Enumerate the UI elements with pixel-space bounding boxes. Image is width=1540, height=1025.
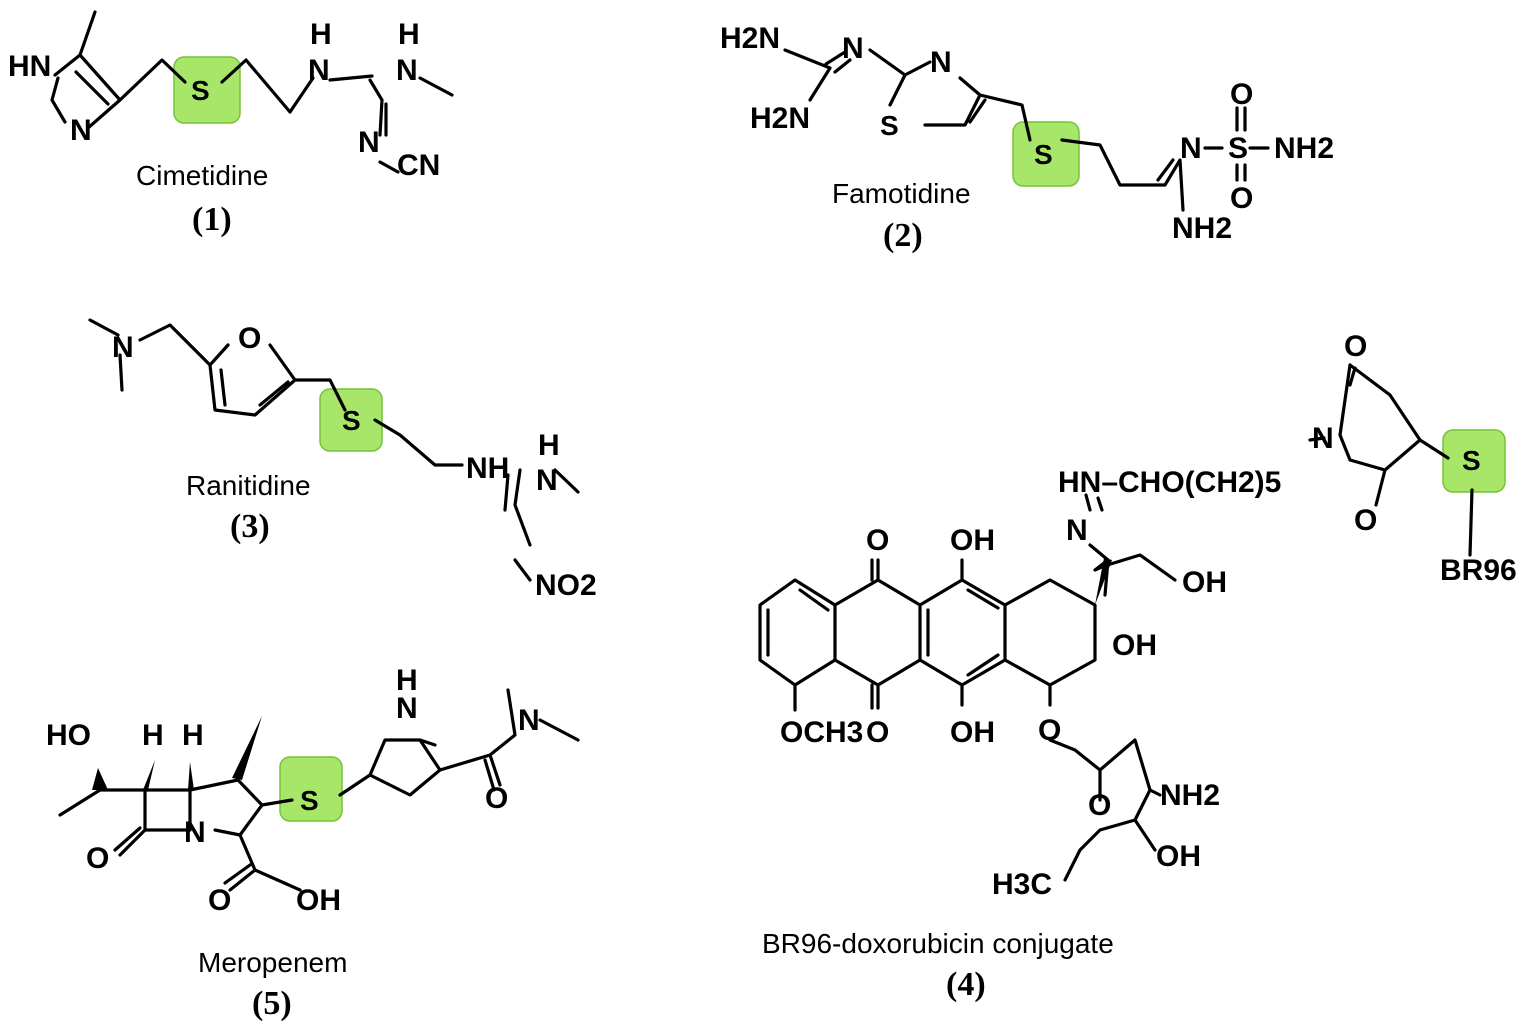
atom-o-furan: O xyxy=(238,322,261,355)
atom-n-imine: N xyxy=(842,32,864,65)
atom-s: S xyxy=(300,785,319,816)
atom-n-sulf: N xyxy=(1180,132,1202,165)
atom-o-quinone-bottom: O xyxy=(866,716,889,749)
ranitidine-number: (3) xyxy=(230,508,270,545)
atom-n-hydrazone: N xyxy=(1066,514,1088,547)
atom-n3: N xyxy=(358,126,380,159)
atom-o-quinone-top: O xyxy=(866,524,889,557)
atom-nh2-sugar: NH2 xyxy=(1160,779,1220,812)
atom-nh2-amidine: NH2 xyxy=(1172,212,1232,245)
atom-h-nh: H xyxy=(538,429,560,462)
atom-n-me: N xyxy=(536,464,558,497)
famotidine-structure: H2N N H2N N S S N S O O NH2 NH2 Famotidi… xyxy=(720,22,1334,254)
atom-s-sulf: S xyxy=(1228,132,1248,165)
atom-o-acid: O xyxy=(208,884,231,917)
atom-h2: H xyxy=(398,18,420,51)
atom-s: S xyxy=(1034,139,1053,170)
br96-doxorubicin-structure: O N O S BR96 HN–CHO(CH2)5 N OH O OH OH O… xyxy=(758,330,1517,1003)
atom-h1: H xyxy=(310,18,332,51)
atom-oh-side: OH xyxy=(1182,566,1227,599)
atom-o-top: O xyxy=(1230,78,1253,111)
br96-doxorubicin-name: BR96-doxorubicin conjugate xyxy=(762,928,1114,959)
atom-oh-top: OH xyxy=(950,524,995,557)
cimetidine-name: Cimetidine xyxy=(136,160,268,191)
atom-oh-sugar: OH xyxy=(1156,840,1201,873)
atom-h2n-bottom: H2N xyxy=(750,102,810,135)
ranitidine-name: Ranitidine xyxy=(186,470,311,501)
atom-ho: HO xyxy=(46,719,91,752)
cimetidine-structure: HN N S H N H N N CN Cimetidine (1) xyxy=(8,10,454,238)
atom-och3: OCH3 xyxy=(780,716,863,749)
atom-n-succ: N xyxy=(1312,422,1334,455)
atom-oh-bottom: OH xyxy=(950,716,995,749)
atom-h2: H xyxy=(182,719,204,752)
atom-o-glyco: O xyxy=(1038,714,1061,747)
atom-n-amide: N xyxy=(518,704,540,737)
atom-n-thiazole: N xyxy=(930,46,952,79)
atom-nh2-sulf: NH2 xyxy=(1274,132,1334,165)
famotidine-name: Famotidine xyxy=(832,178,971,209)
atom-h3c: H3C xyxy=(992,868,1052,901)
atom-br96: BR96 xyxy=(1440,554,1517,587)
atom-s: S xyxy=(1462,445,1481,476)
atom-n-dimethyl: N xyxy=(112,331,134,364)
atom-s: S xyxy=(342,405,361,436)
atom-o-bottom-succ: O xyxy=(1354,504,1377,537)
atom-nh: NH xyxy=(466,452,509,485)
br96-doxorubicin-number: (4) xyxy=(946,966,986,1003)
meropenem-structure: HO H H S H N N O O N O OH Meropenem (5) xyxy=(46,664,580,1022)
atom-n2: N xyxy=(396,54,418,87)
atom-o-bottom: O xyxy=(1230,182,1253,215)
atom-no2: NO2 xyxy=(535,569,597,602)
sulfur-highlight xyxy=(173,56,241,124)
atom-h1: H xyxy=(142,719,164,752)
atom-n: N xyxy=(70,114,92,147)
famotidine-number: (2) xyxy=(883,217,923,254)
atom-linker: HN–CHO(CH2)5 xyxy=(1058,466,1281,499)
atom-oh-ring: OH xyxy=(1112,629,1157,662)
atom-n-ring: N xyxy=(184,816,206,849)
atom-hn: HN xyxy=(8,50,51,83)
atom-oh-acid: OH xyxy=(296,884,341,917)
atom-o-lactam: O xyxy=(86,842,109,875)
atom-h2n-top: H2N xyxy=(720,22,780,55)
atom-h-pyr: H xyxy=(396,664,418,697)
sulfur-highlight xyxy=(279,756,343,822)
sulfur-highlight xyxy=(1442,429,1506,493)
atom-cn: CN xyxy=(397,149,440,182)
atom-o-amide: O xyxy=(485,782,508,815)
sulfur-highlight xyxy=(319,388,383,452)
atom-n1: N xyxy=(308,54,330,87)
atom-s-thiazole: S xyxy=(880,110,899,141)
atom-o-sugar: O xyxy=(1088,789,1111,822)
meropenem-number: (5) xyxy=(252,985,292,1022)
ranitidine-structure: N O S NH H N NO2 Ranitidine (3) xyxy=(88,318,597,602)
atom-o-top-succ: O xyxy=(1344,330,1367,363)
cimetidine-number: (1) xyxy=(192,201,232,238)
atom-n-pyr: N xyxy=(396,692,418,725)
meropenem-name: Meropenem xyxy=(198,947,347,978)
atom-s: S xyxy=(191,75,210,106)
